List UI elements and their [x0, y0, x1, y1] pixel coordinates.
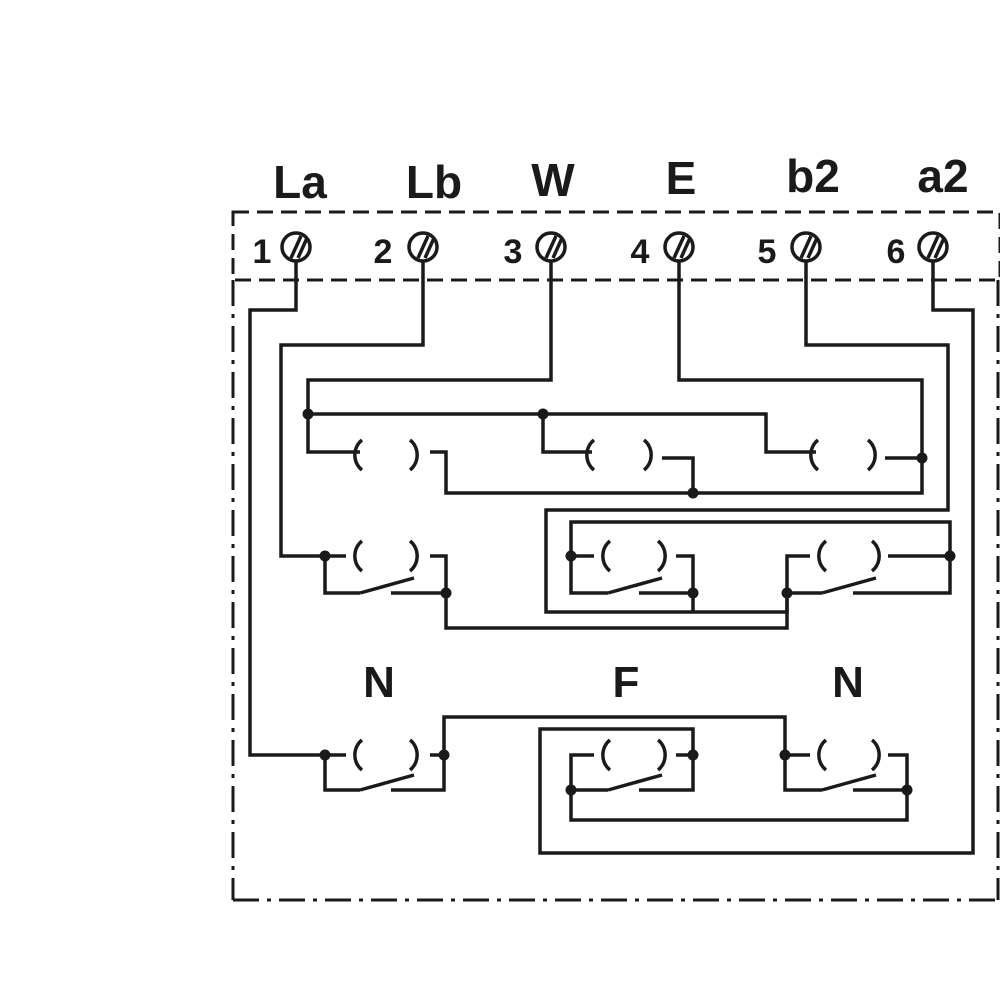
wire-bus-center — [541, 414, 576, 454]
junction-dot — [537, 408, 549, 420]
junction-dot — [438, 749, 450, 761]
screw-terminal-icon — [407, 231, 439, 263]
wire-n3-bridge — [442, 715, 810, 757]
wire-n4-return — [569, 790, 909, 822]
junction-dots — [302, 408, 956, 796]
wire-lb — [279, 261, 425, 558]
switch-blade — [821, 576, 877, 595]
contacts — [353, 438, 881, 772]
terminal-name-a2: a2 — [917, 150, 968, 202]
wire-n3-right — [391, 753, 446, 792]
switch-blade — [359, 576, 415, 595]
junction-dot — [319, 550, 331, 562]
switch-blade — [607, 773, 663, 792]
wire-n3-left — [323, 755, 360, 792]
contact-symbol — [601, 738, 667, 772]
section-label-right: N — [832, 658, 864, 707]
wire-e — [677, 261, 924, 495]
wire-n4-left — [783, 755, 822, 792]
contact-symbol — [601, 539, 667, 573]
wire-n4-right — [853, 753, 909, 792]
screw-terminal-icon — [663, 231, 695, 263]
screw-terminal-icon — [535, 231, 567, 263]
terminal-name-la: La — [273, 156, 327, 208]
wire-n1-right — [430, 554, 822, 630]
terminal-number-4: 4 — [631, 233, 650, 271]
junction-dot — [779, 749, 791, 761]
housing-outline — [231, 280, 1000, 902]
junction-dot — [319, 749, 331, 761]
junction-dot — [901, 784, 913, 796]
junction-dot — [687, 749, 699, 761]
wire-return-center — [662, 456, 695, 493]
contact-symbol — [585, 438, 653, 472]
switch-blades — [359, 576, 877, 792]
wire-w — [306, 261, 553, 454]
wire-f1-loop — [569, 520, 952, 558]
wire-f1-right — [639, 554, 695, 595]
terminal-name-w: W — [531, 154, 575, 206]
contact-stubs — [325, 450, 816, 757]
contact-symbol — [353, 738, 419, 772]
terminal-number-6: 6 — [887, 233, 906, 271]
screw-terminal-icon — [280, 231, 312, 263]
screw-terminal-icon — [917, 231, 949, 263]
terminal-numbers: 1 2 3 4 5 6 — [253, 233, 906, 271]
screw-terminal-icon — [790, 231, 822, 263]
contact-symbol — [817, 738, 881, 772]
terminal-number-3: 3 — [504, 233, 523, 271]
junction-dot — [687, 587, 699, 599]
switch-blade — [821, 773, 877, 792]
wire-n1-left — [323, 556, 360, 595]
terminal-number-1: 1 — [253, 233, 272, 271]
wire-return-left — [430, 450, 693, 495]
contact-symbol — [353, 539, 419, 573]
wire-f2-left — [569, 753, 608, 792]
terminal-number-2: 2 — [374, 233, 393, 271]
junction-dot — [302, 408, 314, 420]
contact-symbol — [353, 438, 419, 472]
junction-dot — [944, 550, 956, 562]
switch-blade — [359, 773, 415, 792]
contact-symbol — [817, 539, 881, 573]
contact-symbol — [809, 438, 877, 472]
junction-dot — [781, 587, 793, 599]
wire-a2 — [538, 261, 975, 855]
junction-dot — [440, 587, 452, 599]
terminal-strip-box — [231, 210, 1000, 282]
section-label-center: F — [613, 658, 640, 707]
section-label-left: N — [363, 658, 395, 707]
junction-dot — [565, 550, 577, 562]
wire-la — [248, 261, 325, 757]
terminal-name-b2: b2 — [786, 150, 840, 202]
wire-b2 — [544, 261, 950, 614]
wire-bus-upper — [308, 412, 800, 454]
terminal-names: La Lb W E b2 a2 — [273, 150, 968, 208]
wire-n2-out — [853, 556, 952, 595]
junction-dot — [565, 784, 577, 796]
terminal-name-lb: Lb — [406, 156, 462, 208]
junction-dot — [916, 452, 928, 464]
junction-dot — [687, 487, 699, 499]
section-labels: N F N — [363, 658, 864, 707]
terminal-name-e: E — [666, 152, 697, 204]
switch-blade — [607, 576, 663, 595]
terminal-number-5: 5 — [758, 233, 777, 271]
